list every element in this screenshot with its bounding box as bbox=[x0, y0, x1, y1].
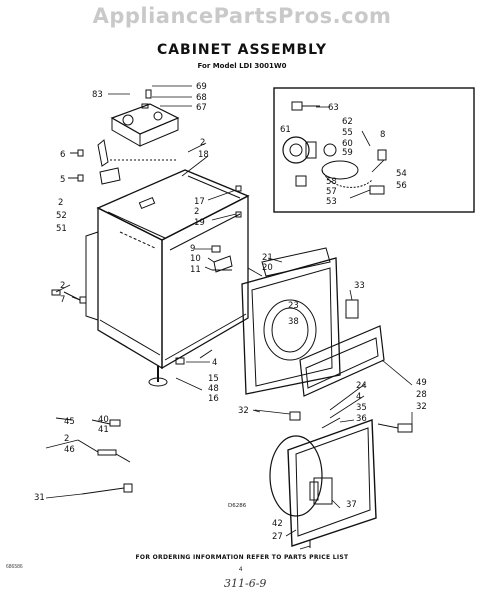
callout-2e: 2 bbox=[64, 434, 69, 444]
inset-motor-belt bbox=[282, 101, 387, 195]
callout-4a: 4 bbox=[212, 358, 217, 368]
callout-19: 19 bbox=[194, 218, 205, 228]
toe-panel bbox=[289, 325, 413, 433]
callout-17: 17 bbox=[194, 197, 205, 207]
callout-45: 45 bbox=[64, 417, 75, 427]
callout-51: 51 bbox=[56, 224, 67, 234]
callout-16: 16 bbox=[208, 394, 219, 404]
callout-28: 28 bbox=[416, 390, 427, 400]
belt-motor-inset-box bbox=[273, 87, 475, 213]
top-control-assembly bbox=[110, 89, 180, 147]
callout-23: 23 bbox=[288, 301, 299, 311]
dryer-door bbox=[269, 417, 377, 548]
callout-69: 69 bbox=[196, 82, 207, 92]
callout-5: 5 bbox=[60, 175, 65, 185]
callout-10: 10 bbox=[190, 254, 201, 264]
callout-56: 56 bbox=[396, 181, 407, 191]
callout-63: 63 bbox=[328, 103, 339, 113]
document-code: 686586 bbox=[6, 564, 23, 570]
callout-62: 62 bbox=[342, 117, 353, 127]
page-number: 4 bbox=[239, 567, 243, 573]
cabinet-body bbox=[85, 169, 250, 370]
callout-52: 52 bbox=[56, 211, 67, 221]
callout-4b: 4 bbox=[356, 392, 361, 402]
callout-68: 68 bbox=[196, 93, 207, 103]
callout-2a: 2 bbox=[58, 198, 63, 208]
callout-7: 7 bbox=[60, 295, 65, 305]
callout-32a: 32 bbox=[238, 406, 249, 416]
callout-37: 37 bbox=[346, 500, 357, 510]
callout-11: 11 bbox=[190, 265, 201, 275]
model-subtitle: For Model LDI 3001W0 bbox=[197, 62, 287, 70]
left-hardware bbox=[51, 139, 178, 304]
callout-32b: 32 bbox=[416, 402, 427, 412]
callout-58: 58 bbox=[326, 177, 337, 187]
leveling-leg bbox=[148, 349, 213, 387]
callout-2b: 2 bbox=[200, 138, 205, 148]
callout-57: 57 bbox=[326, 187, 337, 197]
callout-2c: 2 bbox=[194, 207, 199, 217]
callout-15: 15 bbox=[208, 374, 219, 384]
callout-27: 27 bbox=[272, 532, 283, 542]
right-hardware bbox=[211, 185, 242, 273]
ordering-notice: FOR ORDERING INFORMATION REFER TO PARTS … bbox=[135, 554, 349, 561]
callout-59: 59 bbox=[342, 148, 353, 158]
callout-67: 67 bbox=[196, 103, 207, 113]
callout-53: 53 bbox=[326, 197, 337, 207]
callout-49: 49 bbox=[416, 378, 427, 388]
drawing-code: D6286 bbox=[228, 503, 247, 509]
callout-61: 61 bbox=[280, 125, 291, 135]
wiring-harness-parts bbox=[55, 417, 133, 495]
front-panel bbox=[241, 247, 359, 395]
callout-9: 9 bbox=[190, 244, 195, 254]
callout-21: 21 bbox=[262, 253, 273, 263]
callout-18: 18 bbox=[198, 150, 209, 160]
handwritten-note: 311-6-9 bbox=[224, 577, 267, 590]
callout-35: 35 bbox=[356, 403, 367, 413]
site-watermark: AppliancePartsPros.com bbox=[92, 4, 392, 28]
callout-36: 36 bbox=[356, 414, 367, 424]
callout-8: 8 bbox=[380, 130, 385, 140]
callout-20: 20 bbox=[262, 263, 273, 273]
callout-48: 48 bbox=[208, 384, 219, 394]
callout-41: 41 bbox=[98, 425, 109, 435]
callout-42: 42 bbox=[272, 519, 283, 529]
callout-31: 31 bbox=[34, 493, 45, 503]
callout-33: 33 bbox=[354, 281, 365, 291]
leader-lines bbox=[45, 85, 413, 550]
callout-83: 83 bbox=[92, 90, 103, 100]
callout-40: 40 bbox=[98, 415, 109, 425]
callout-2d: 2 bbox=[60, 281, 65, 291]
callout-54: 54 bbox=[396, 169, 407, 179]
callout-24: 24 bbox=[356, 381, 367, 391]
callout-55: 55 bbox=[342, 128, 353, 138]
diagram-title: CABINET ASSEMBLY bbox=[156, 42, 328, 58]
callout-6: 6 bbox=[60, 150, 65, 160]
callout-38: 38 bbox=[288, 317, 299, 327]
callout-46: 46 bbox=[64, 445, 75, 455]
callout-60: 60 bbox=[342, 139, 353, 149]
